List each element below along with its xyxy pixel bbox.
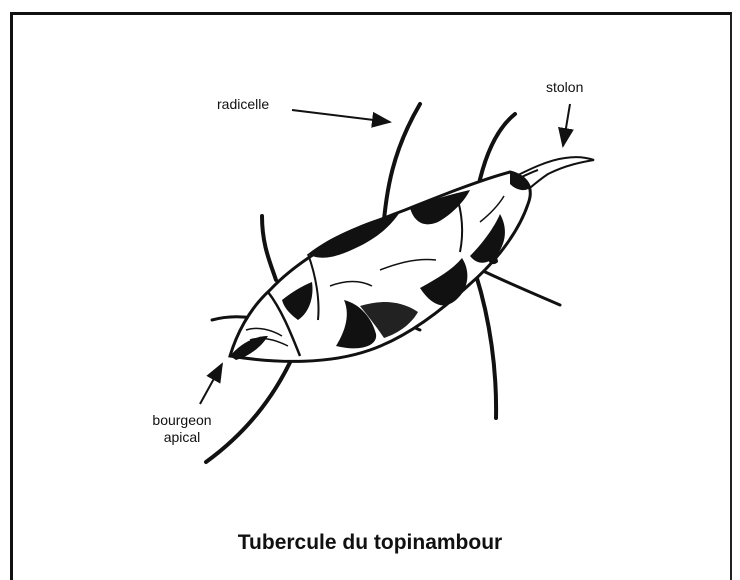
rootlet xyxy=(262,216,276,280)
tuber-body xyxy=(230,172,530,361)
bourgeon-arrow xyxy=(200,364,222,404)
label-radicelle: radicelle xyxy=(217,96,269,113)
label-stolon: stolon xyxy=(546,79,583,96)
radicelle-arrow xyxy=(292,110,390,122)
label-bourgeon-line2: apical xyxy=(142,429,222,446)
rootlet xyxy=(476,275,496,418)
label-bourgeon-line1: bourgeon xyxy=(142,412,222,429)
label-bourgeon-apical: bourgeon apical xyxy=(142,412,222,446)
stolon-arrow xyxy=(563,104,570,146)
figure-title: Tubercule du topinambour xyxy=(0,531,740,555)
